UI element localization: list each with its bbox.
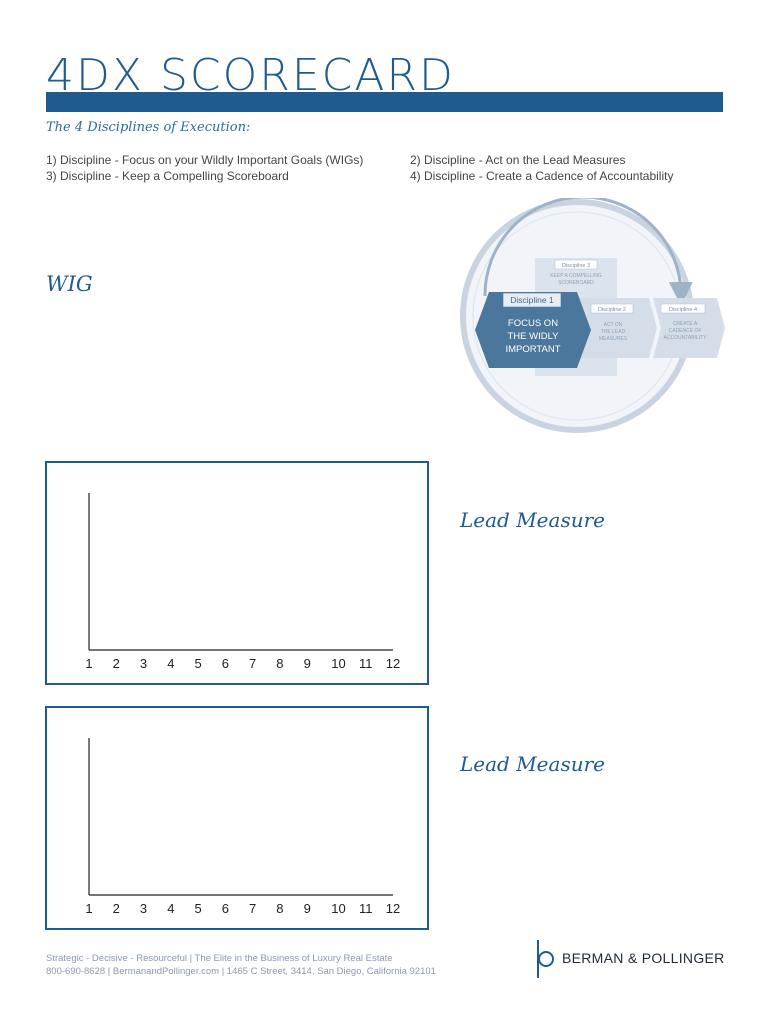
x-tick-label: 6 (222, 656, 229, 671)
x-tick-label: 12 (386, 901, 400, 916)
lead-measure-label-2: Lead Measure (460, 752, 605, 776)
subtitle: The 4 Disciplines of Execution: (46, 120, 251, 135)
x-tick-label: 1 (85, 901, 92, 916)
x-tick-label: 4 (167, 656, 174, 671)
discipline-1-text-3: IMPORTANT (505, 344, 560, 355)
wig-label: WIG (46, 272, 93, 296)
x-tick-label: 9 (304, 901, 311, 916)
x-tick-label: 3 (140, 901, 147, 916)
x-tick-label: 9 (304, 656, 311, 671)
x-tick-label: 7 (249, 901, 256, 916)
discipline-3-text-2: SCOREBOARD (558, 280, 594, 286)
lead-measure-label-1: Lead Measure (460, 508, 605, 532)
x-tick-label: 10 (331, 656, 345, 671)
discipline-1-arrow (475, 292, 591, 368)
x-tick-label: 11 (359, 656, 373, 671)
footer-contact: 800-690-8628 | BermanandPollinger.com | … (46, 966, 436, 977)
footer-text: Strategic - Decisive - Resourceful | The… (46, 952, 436, 978)
x-tick-label: 8 (276, 656, 283, 671)
x-tick-label: 7 (249, 656, 256, 671)
x-tick-label: 4 (167, 901, 174, 916)
discipline-2-text-1: ACT ON (604, 322, 623, 328)
disciplines-diagram: Discipline 3 KEEP A COMPELLING SCOREBOAR… (455, 195, 727, 438)
discipline-2-text-2: THE LEAD (601, 329, 626, 335)
logo-text: BERMAN & POLLINGER (562, 950, 725, 966)
x-tick-label: 12 (386, 656, 400, 671)
x-tick-label: 2 (113, 901, 120, 916)
discipline-4: 4) Discipline - Create a Cadence of Acco… (410, 169, 674, 183)
footer-tagline: Strategic - Decisive - Resourceful | The… (46, 953, 393, 964)
x-tick-label: 3 (140, 656, 147, 671)
x-tick-label: 2 (113, 656, 120, 671)
discipline-1: 1) Discipline - Focus on your Wildly Imp… (46, 153, 364, 167)
x-tick-label: 1 (85, 656, 92, 671)
discipline-3-text-1: KEEP A COMPELLING (550, 273, 602, 279)
x-tick-label: 5 (194, 656, 201, 671)
discipline-1-tag: Discipline 1 (510, 295, 554, 305)
title-bar (46, 92, 723, 112)
discipline-1-text-2: THE WIDLY (507, 331, 559, 342)
x-tick-label: 5 (194, 901, 201, 916)
x-tick-label: 10 (331, 901, 345, 916)
x-tick-label: 11 (359, 901, 373, 916)
x-tick-label: 6 (222, 901, 229, 916)
discipline-1-text-1: FOCUS ON (508, 318, 558, 329)
x-tick-label: 8 (276, 901, 283, 916)
discipline-3-tag: Discipline 3 (562, 263, 590, 269)
discipline-2-tag: Discipline 2 (598, 307, 626, 313)
discipline-4-text-3: ACCOUNTABILITY (664, 335, 708, 341)
discipline-4-text-1: CREATE A (673, 321, 698, 327)
discipline-4-tag: Discipline 4 (669, 307, 697, 313)
discipline-2-text-3: MEASURES (599, 336, 628, 342)
berman-pollinger-logo-icon (534, 940, 556, 978)
discipline-3: 3) Discipline - Keep a Compelling Scoreb… (46, 169, 289, 183)
discipline-2: 2) Discipline - Act on the Lead Measures (410, 153, 626, 167)
discipline-4-text-2: CADENCE OF (669, 328, 702, 334)
